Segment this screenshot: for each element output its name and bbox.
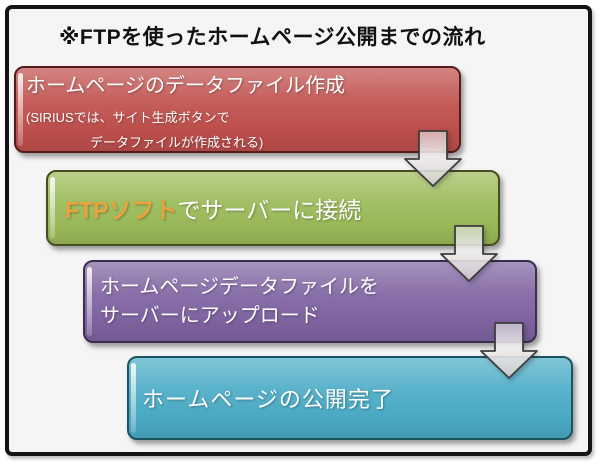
step-2-label: FTPソフトでサーバーに接続 [65,191,361,225]
step-box-create-data-file: ホームページのデータファイル作成 (SIRIUSでは、サイト生成ボタンで データ… [14,66,461,153]
step-1-label: ホームページのデータファイル作成 [26,75,345,97]
step-3-label-line-1: ホームページデータファイルを [100,275,379,298]
step-2-label-rest: でサーバーに接続 [177,197,362,223]
step-1-note-line-2: データファイルが作成される) [90,135,264,150]
step-2-label-ftp-highlight: FTPソフト [65,197,178,223]
down-arrow-icon [480,322,538,379]
diagram-title: ※FTPを使ったホームページ公開までの流れ [59,26,486,49]
step-3-label-line-2: サーバーにアップロード [100,304,320,327]
step-box-connect-server: FTPソフトでサーバーに接続 [46,170,500,246]
step-1-note-line-1: (SIRIUSでは、サイト生成ボタンで [26,110,230,125]
down-arrow-icon [404,130,462,187]
step-4-label: ホームページの公開完了 [142,387,394,412]
step-box-publish-complete: ホームページの公開完了 [127,356,573,440]
down-arrow-icon [440,225,498,282]
